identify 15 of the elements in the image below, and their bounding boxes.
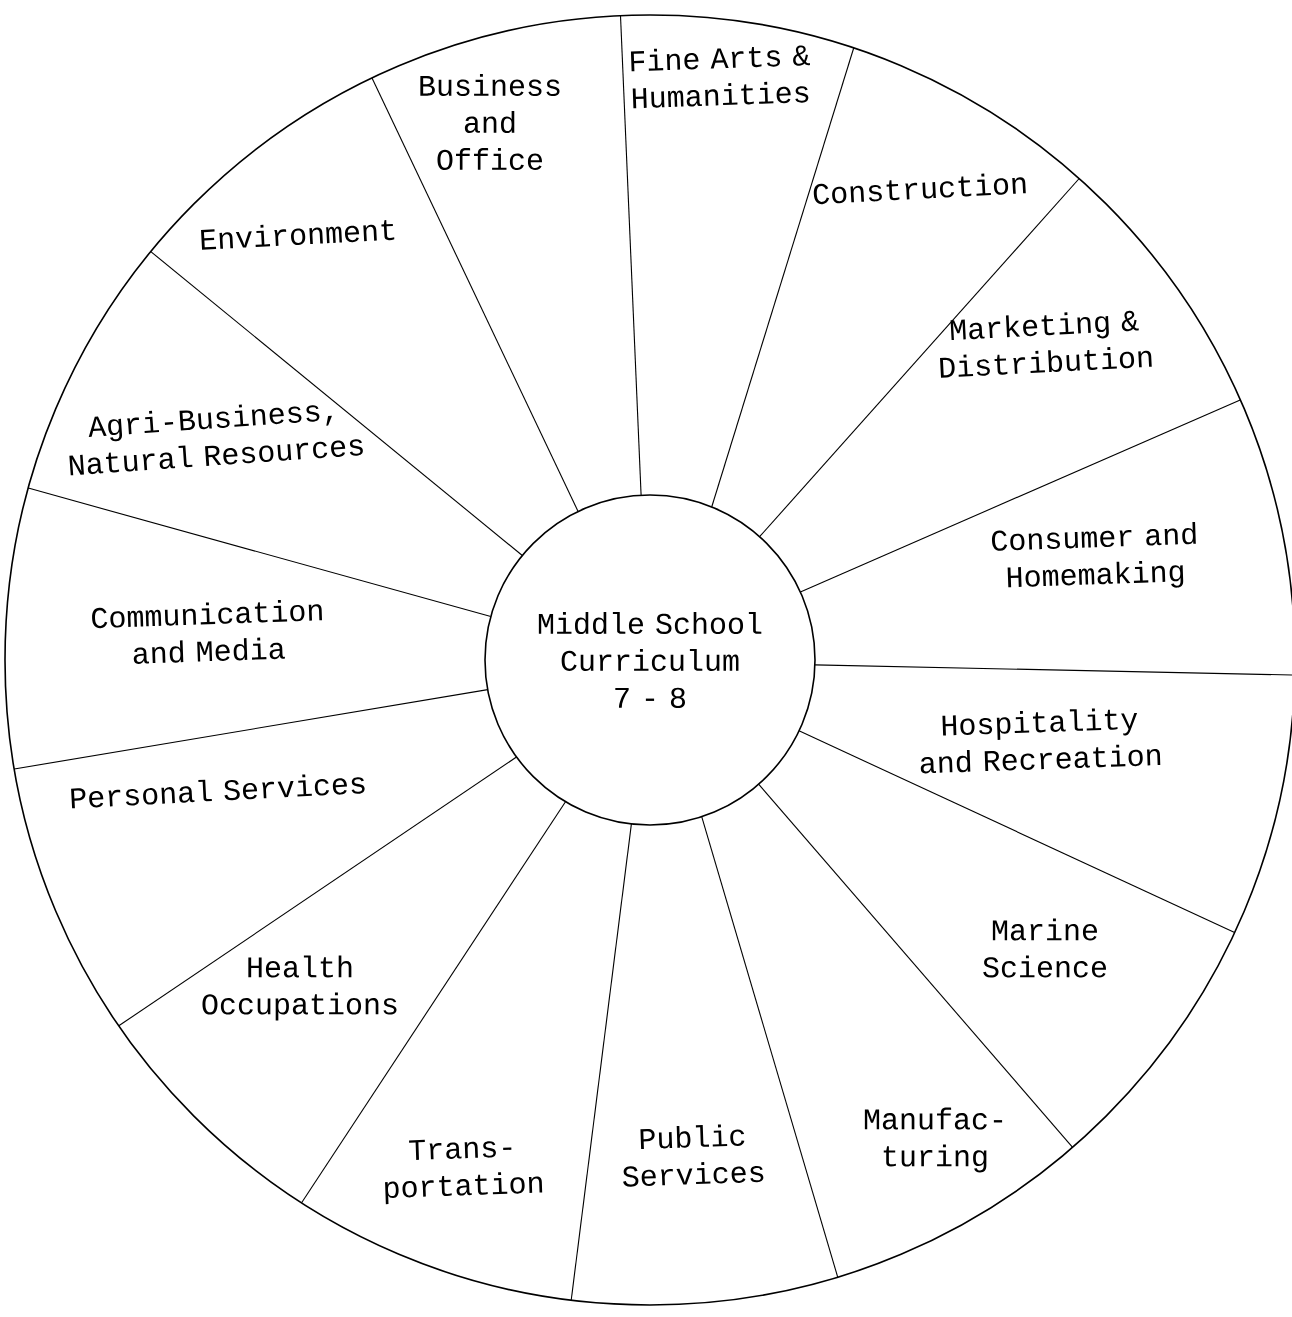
sector-label: Construction [813, 173, 1026, 205]
sector-label: Health Occupations [202, 955, 397, 1021]
sector-label: Agri-Business, Natural Resources [69, 404, 363, 476]
sector-label: Marine Science [983, 918, 1106, 978]
sector-label: Public Services [623, 1124, 764, 1187]
sector-label: Business and Office [420, 74, 560, 170]
sector-label: Consumer and Homemaking [992, 522, 1196, 588]
sector-label: Environment [201, 220, 395, 250]
sector-label: Personal Services [71, 774, 365, 809]
sector-label: Fine Arts & Humanities [630, 45, 810, 109]
sector-label: Marketing & Distribution [940, 310, 1152, 378]
sector-label: Manufac- turing [864, 1107, 1003, 1173]
sector-label: Communication and Media [92, 599, 322, 664]
sector-label: Trans- portation [385, 1139, 543, 1205]
sector-label: Hospitality and Recreation [920, 708, 1161, 774]
